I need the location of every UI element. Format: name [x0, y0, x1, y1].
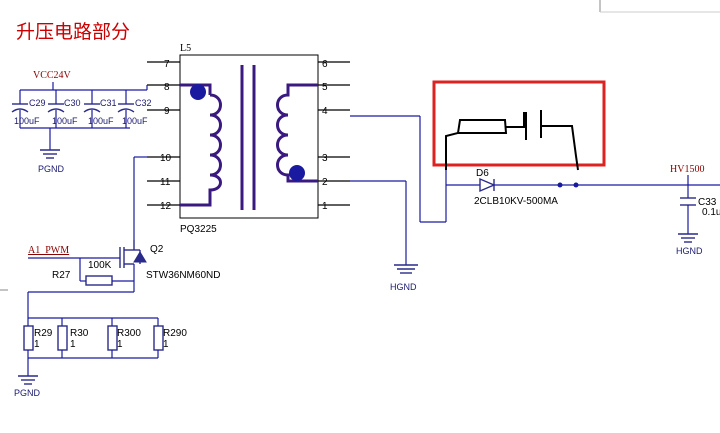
cap-ref: C32 [135, 98, 152, 108]
diode-part: 2CLB10KV-500MA [474, 196, 558, 207]
hand-capacitor-plate [506, 112, 527, 140]
hv-label: HV1500 [670, 164, 704, 175]
capacitor-c30: C30 100uF [47, 90, 81, 128]
cap-value: 100uF [88, 116, 114, 126]
vcc-label: VCC24V [33, 70, 72, 81]
secondary-winding [276, 83, 318, 183]
hand-resistor [445, 119, 508, 170]
pin-label: 1 [322, 201, 328, 212]
hand-capacitor-plate [540, 110, 579, 171]
cap-value: 100uF [52, 116, 78, 126]
capacitor-c29: C29 100uF [11, 90, 46, 128]
mosfet-part: STW36NM60ND [146, 270, 220, 281]
secondary-side: HGND D6 2CLB10KV-500MA HV1500 C33 0.1u H… [350, 115, 720, 292]
cap-ref: C31 [100, 98, 117, 108]
diode-ref: D6 [476, 168, 489, 179]
cap-ref: C33 [698, 197, 717, 208]
pwm-signal: A1_PWM [28, 245, 69, 256]
resistor-ref: R27 [52, 270, 71, 281]
hgnd-label: HGND [676, 246, 703, 256]
hgnd-label: HGND [390, 282, 417, 292]
pgnd-label: PGND [14, 388, 41, 398]
pin-label: 8 [164, 82, 170, 93]
resistor-value: 1 [163, 339, 169, 350]
pin-label: 2 [322, 177, 328, 188]
pin-label: 4 [322, 106, 328, 117]
resistor-ref: R290 [163, 328, 187, 339]
sense-resistors: R29 1 R30 1 R300 1 R290 1 PGND [14, 317, 187, 398]
section-title: 升压电路部分 [16, 21, 130, 43]
resistor-r30: R30 1 [57, 318, 89, 358]
resistor-r300: R300 1 [107, 318, 141, 358]
pin-label: 9 [164, 106, 170, 117]
polarity-dot [289, 165, 305, 181]
junction-dot [573, 182, 579, 188]
resistor-value: 100K [88, 260, 112, 271]
input-capacitors: VCC24V PGND C29 100uF C30 100uF [11, 70, 152, 174]
pin-label: 7 [164, 59, 170, 70]
pin-label: 5 [322, 82, 328, 93]
pin-label: 11 [160, 177, 171, 188]
resistor-value: 1 [117, 339, 123, 350]
resistor-value: 1 [70, 339, 76, 350]
mosfet-stage: Q2 STW36NM60ND A1_PWM R27 100K [27, 156, 220, 318]
junction-dot [557, 182, 563, 188]
cap-ref: C30 [64, 98, 81, 108]
resistor-r29: R29 1 [23, 318, 53, 358]
transformer-part: PQ3225 [180, 224, 217, 235]
resistor-r290: R290 1 [153, 318, 187, 358]
resistor-ref: R29 [34, 328, 53, 339]
resistor-ref: R300 [117, 328, 141, 339]
polarity-dot [190, 84, 206, 100]
resistor-value: 1 [34, 339, 40, 350]
pin-label: 3 [322, 153, 328, 164]
pin-label: 10 [160, 153, 172, 164]
capacitor-c32: C32 100uF [117, 90, 152, 128]
pin-label: 6 [322, 59, 328, 70]
cap-value: 100uF [14, 116, 40, 126]
diode-d6 [479, 177, 496, 193]
transformer-ref: L5 [180, 43, 191, 54]
highlight-box [432, 80, 606, 167]
pgnd-label: PGND [38, 164, 65, 174]
transformer-body [179, 54, 319, 219]
cap-value: 0.1u [702, 207, 720, 218]
resistor-r27 [85, 275, 113, 286]
resistor-ref: R30 [70, 328, 89, 339]
pin-label: 12 [160, 201, 172, 212]
capacitor-c31: C31 100uF [83, 90, 117, 128]
primary-winding [180, 83, 222, 207]
transformer-l5: L5 PQ3225 7 8 9 10 11 12 6 5 4 3 2 1 [147, 43, 350, 235]
cap-value: 100uF [122, 116, 148, 126]
cap-ref: C29 [29, 98, 46, 108]
mosfet-ref: Q2 [150, 244, 164, 255]
hand-drawn-addition [432, 80, 606, 171]
